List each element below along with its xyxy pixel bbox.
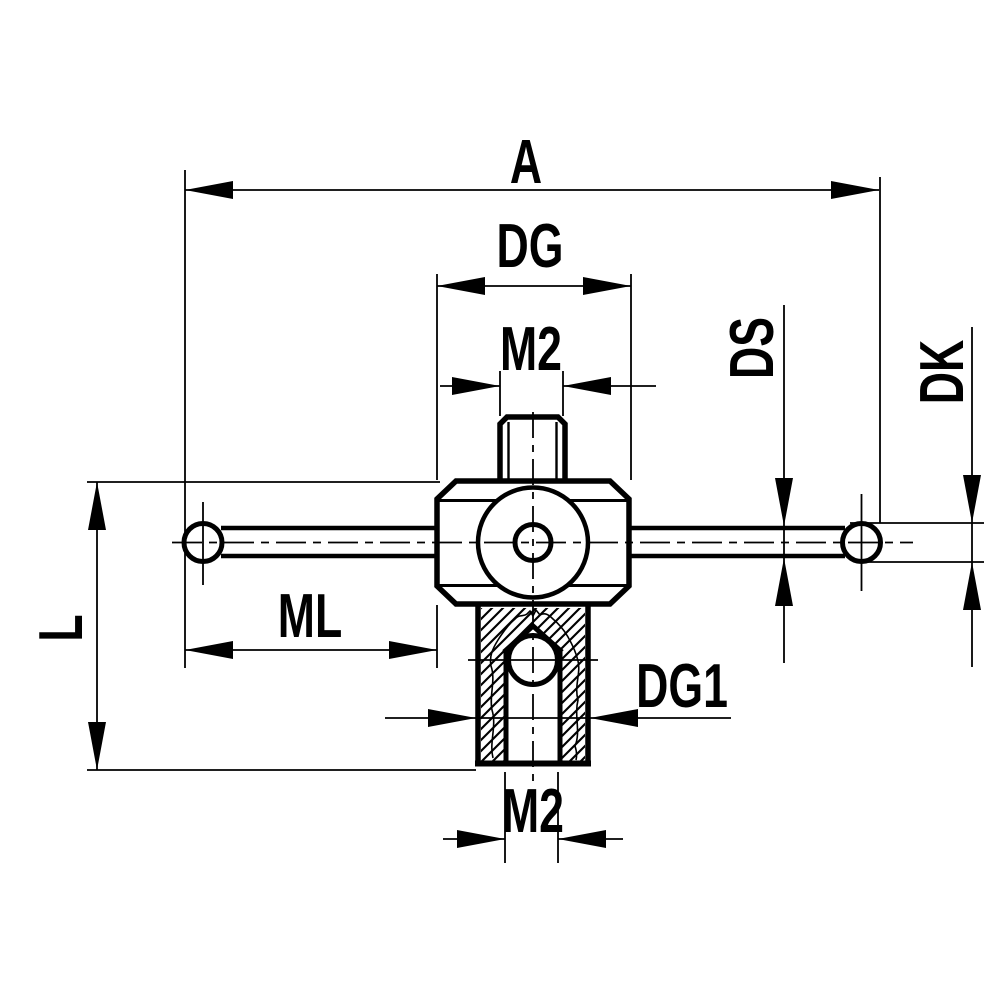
- knuckle-outline: [434, 478, 632, 607]
- dimension-a: A: [184, 128, 881, 668]
- dimension-m2-bottom: M2: [443, 772, 623, 863]
- cross-bar: [221, 525, 845, 559]
- label-m2-bottom: M2: [502, 777, 564, 846]
- dimension-ml: ML: [185, 582, 438, 668]
- label-dg1: DG1: [636, 652, 728, 721]
- label-m2-top: M2: [500, 315, 562, 384]
- dimension-ds: DS: [718, 305, 793, 663]
- centerlines: [172, 412, 913, 782]
- label-dk: DK: [908, 340, 977, 404]
- dimension-dk: DK: [850, 327, 984, 667]
- dimension-dg: DG: [436, 212, 632, 480]
- label-l: L: [27, 614, 96, 641]
- thread-profile-outline: [489, 608, 580, 761]
- label-ds: DS: [718, 317, 787, 379]
- dimension-l: L: [27, 481, 476, 771]
- label-dg: DG: [497, 212, 564, 281]
- label-ml: ML: [278, 582, 342, 651]
- dimension-dg1: DG1: [385, 652, 731, 727]
- dimension-m2-top: M2: [440, 315, 656, 416]
- label-a: A: [510, 128, 542, 197]
